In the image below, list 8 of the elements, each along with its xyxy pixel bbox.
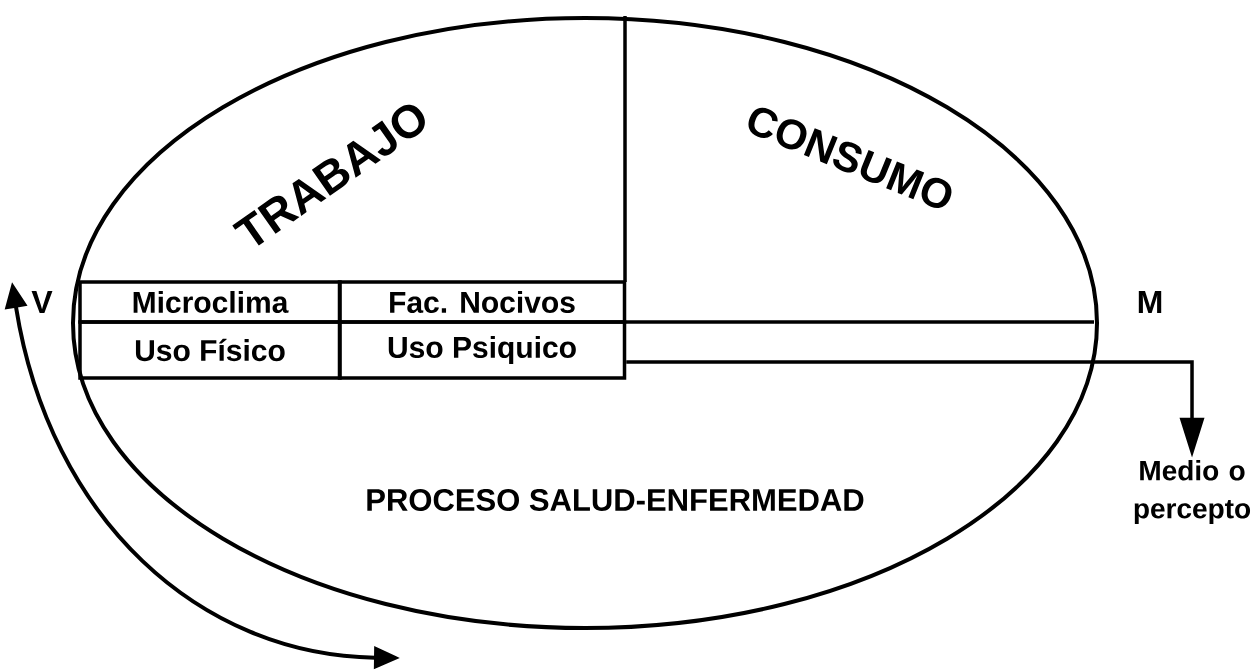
table-cell: Microclima xyxy=(78,280,342,324)
table-cell: Uso Psiquico xyxy=(337,320,627,380)
table-cell: Uso Físico xyxy=(78,320,342,380)
point-label: M xyxy=(1138,291,1162,313)
table-cell: Fac. Nocivos xyxy=(337,280,627,324)
point-label: V xyxy=(31,291,53,313)
output-label: Medio o percepto xyxy=(1134,459,1251,525)
region-label: PROCESO SALUD-ENFERMEDAD xyxy=(367,489,864,511)
